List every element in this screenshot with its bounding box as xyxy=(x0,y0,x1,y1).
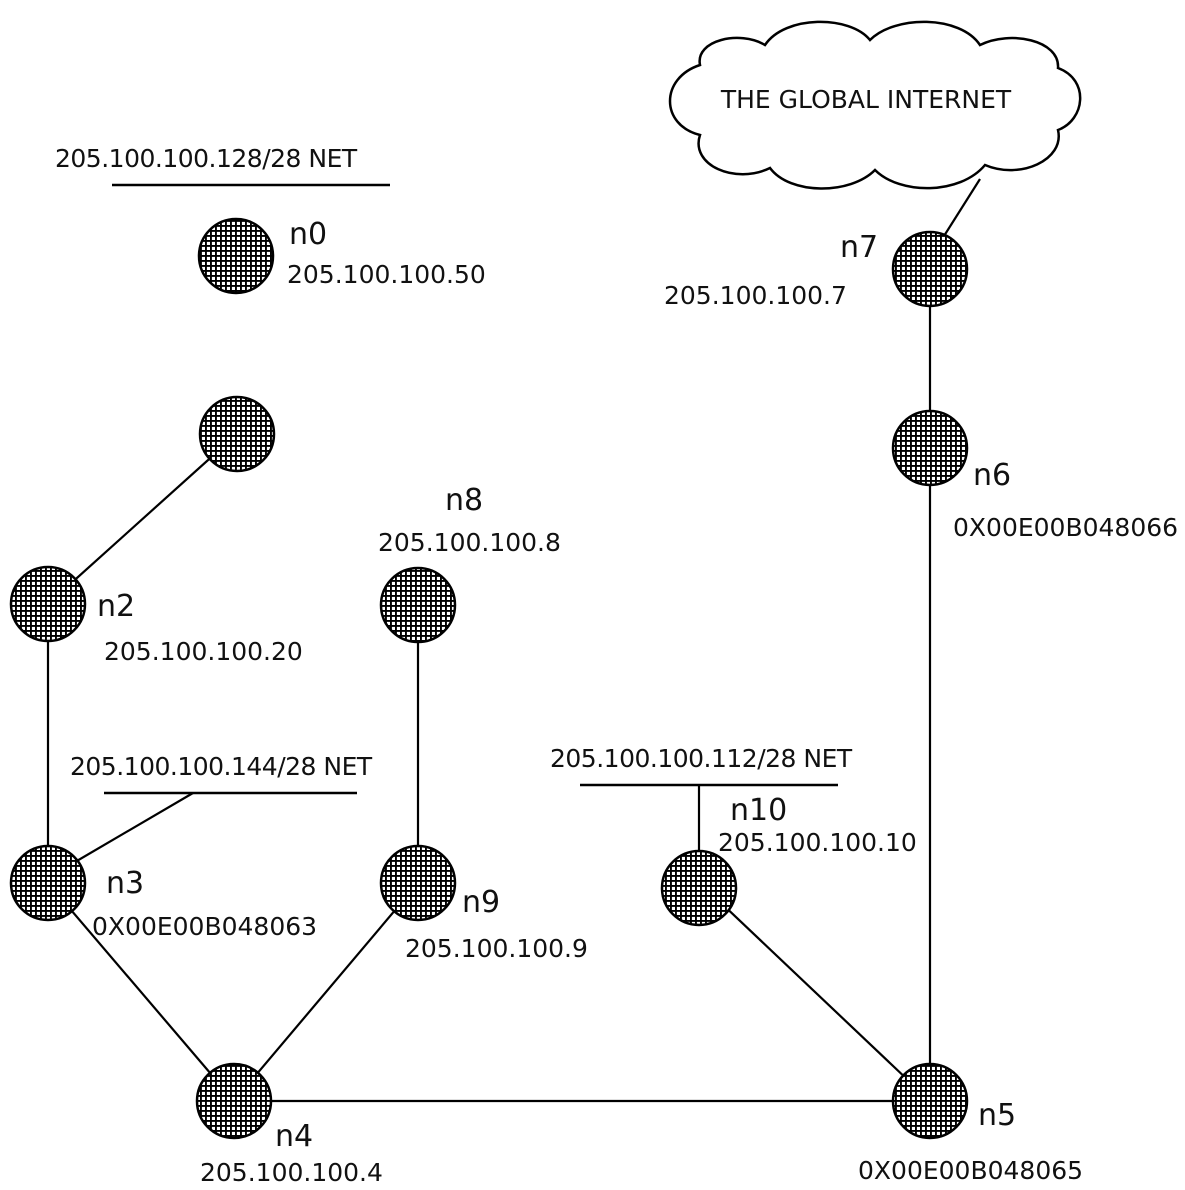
n2-addr: 205.100.100.20 xyxy=(104,637,303,666)
n7-addr: 205.100.100.7 xyxy=(664,281,847,310)
n7-name: n7 xyxy=(840,230,878,265)
node-n5 xyxy=(891,1062,969,1140)
link-n7-internet xyxy=(943,178,981,237)
net112-label: 205.100.100.112/28 NET xyxy=(550,744,853,773)
n8-name: n8 xyxy=(445,483,483,518)
link-n3-n4 xyxy=(47,882,235,1102)
n6-addr: 0X00E00B048066 xyxy=(953,513,1178,542)
n3-addr: 0X00E00B048063 xyxy=(92,912,317,941)
net144-label: 205.100.100.144/28 NET xyxy=(70,752,373,781)
n0-name: n0 xyxy=(289,217,327,252)
nodes xyxy=(9,217,969,1140)
node-addresses: 205.100.100.50 205.100.100.20 0X00E00B04… xyxy=(92,260,1178,1187)
link-unlabeled-n2 xyxy=(47,433,238,605)
net-labels: 205.100.100.128/28 NET 205.100.100.144/2… xyxy=(55,144,853,781)
link-n4-n9 xyxy=(233,882,419,1102)
n4-addr: 205.100.100.4 xyxy=(200,1158,383,1187)
n10-addr: 205.100.100.10 xyxy=(718,828,917,857)
net-buses xyxy=(104,183,838,795)
node-n8 xyxy=(379,566,457,644)
node-names: n0 n2 n3 n4 n5 n6 n7 n8 n9 n10 xyxy=(97,217,1016,1154)
node-n3 xyxy=(9,844,87,922)
node-n7 xyxy=(891,230,969,308)
n8-addr: 205.100.100.8 xyxy=(378,528,561,557)
net128-label: 205.100.100.128/28 NET xyxy=(55,144,358,173)
n3-name: n3 xyxy=(106,866,144,901)
node-unlabeled xyxy=(198,395,276,473)
internet-cloud: THE GLOBAL INTERNET xyxy=(668,20,1082,190)
n9-addr: 205.100.100.9 xyxy=(405,934,588,963)
n0-addr: 205.100.100.50 xyxy=(287,260,486,289)
n5-name: n5 xyxy=(978,1098,1016,1133)
node-n10 xyxy=(660,849,738,927)
n6-name: n6 xyxy=(973,458,1011,493)
n10-name: n10 xyxy=(730,793,787,828)
node-n9 xyxy=(379,844,457,922)
n9-name: n9 xyxy=(462,885,500,920)
internet-cloud-label: THE GLOBAL INTERNET xyxy=(720,85,1012,114)
n4-name: n4 xyxy=(275,1119,313,1154)
link-n3-net144 xyxy=(57,792,194,873)
node-n0 xyxy=(197,217,275,295)
node-n6 xyxy=(891,409,969,487)
link-n10-n5 xyxy=(698,881,931,1102)
n2-name: n2 xyxy=(97,589,135,624)
node-n4 xyxy=(195,1062,273,1140)
n5-addr: 0X00E00B048065 xyxy=(858,1156,1083,1185)
node-n2 xyxy=(9,565,87,643)
